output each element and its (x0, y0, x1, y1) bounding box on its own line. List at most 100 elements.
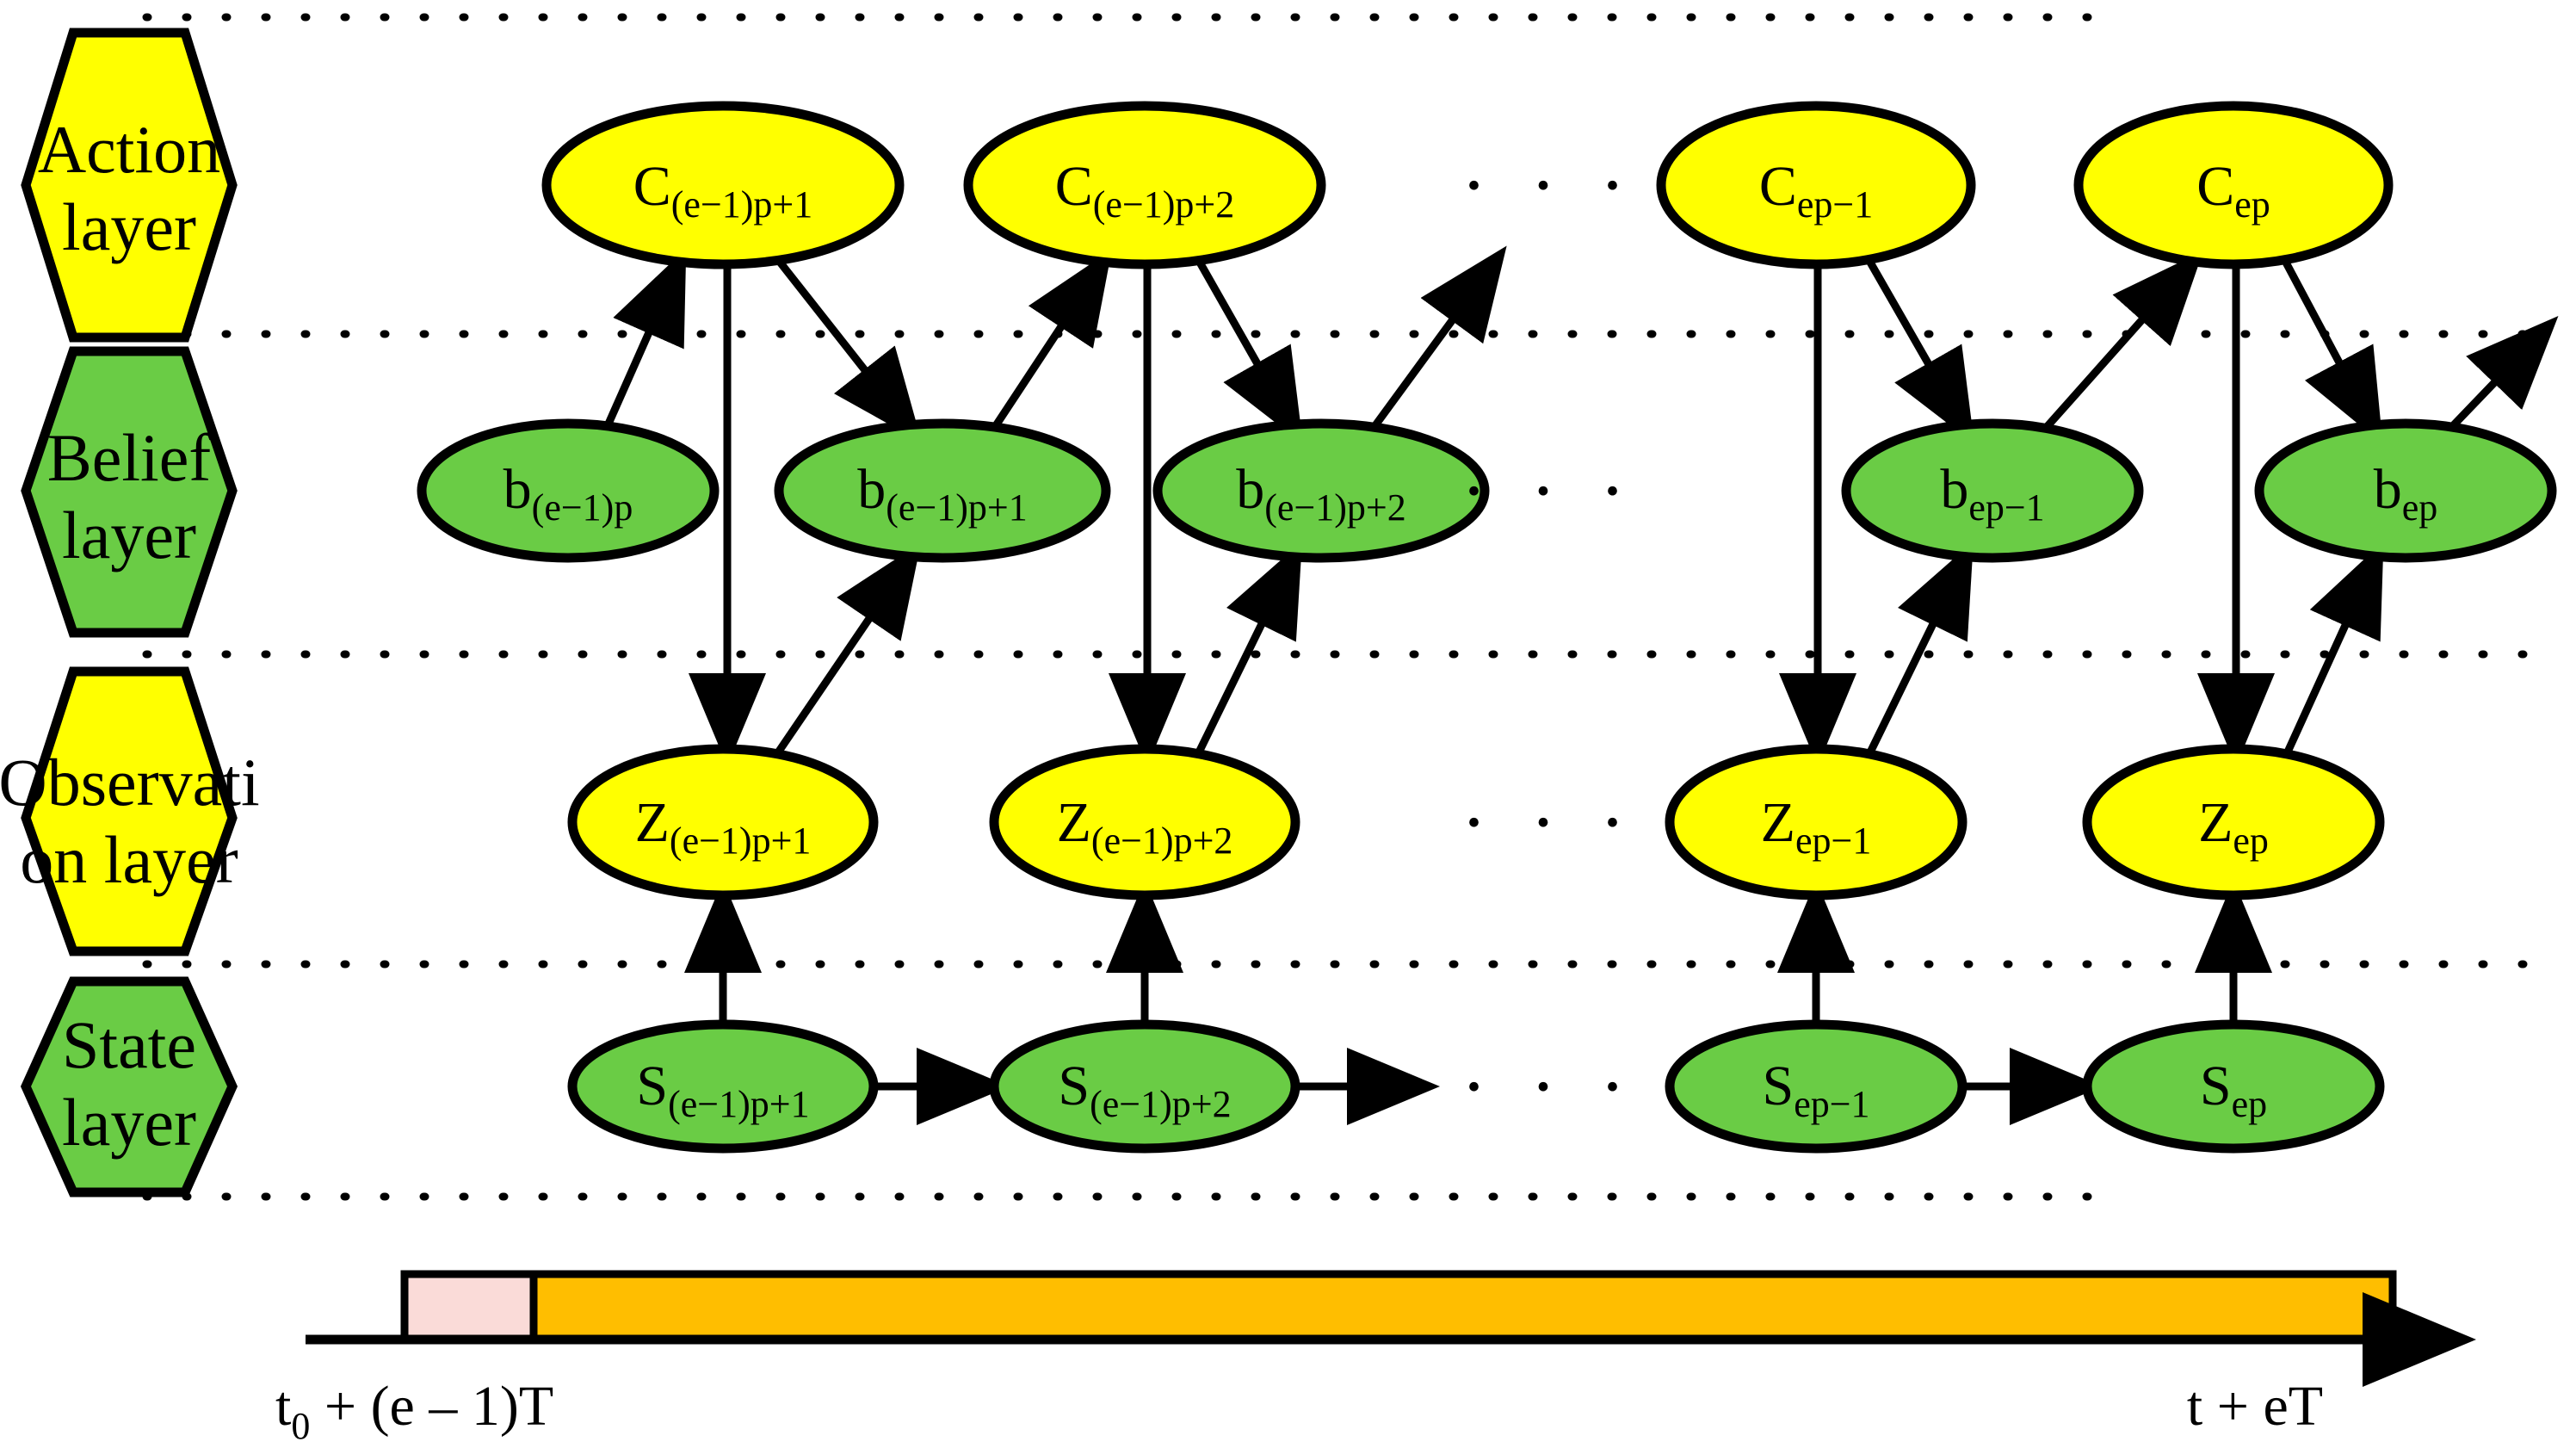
observation-node-2[interactable]: Z(e−1)p+2 (989, 744, 1300, 900)
node-sub-label: (e−1)p+1 (668, 1083, 809, 1125)
node-base-label: S (1058, 1055, 1090, 1117)
node-sub-label: (e−1)p+1 (670, 820, 811, 862)
timeline[interactable] (306, 1270, 2476, 1387)
ellipsis-action-layer: · · · (1461, 143, 1638, 228)
node-sub-label: ep−1 (1794, 1083, 1869, 1125)
hexagon-shape-belief (21, 346, 238, 638)
node-base-label: S (636, 1055, 668, 1117)
edge-b5-to-next-action (2441, 316, 2559, 438)
node-base-label: C (2196, 155, 2234, 218)
node-ellipse (2082, 1019, 2385, 1154)
edge-b3-to-next-action (1365, 245, 1507, 437)
svg-text:b(e−1)p+2: b(e−1)p+2 (1236, 458, 1405, 529)
action-node-1[interactable]: C(e−1)p+1 (541, 101, 905, 269)
node-ellipse (1152, 418, 1490, 563)
svg-text:bep−1: bep−1 (1940, 458, 2044, 529)
observation-node-1[interactable]: Z(e−1)p+1 (567, 744, 879, 900)
layer-badge-action[interactable]: Action layer (21, 28, 238, 343)
layer-label-observation-line2: on layer (20, 822, 238, 897)
observation-node-3[interactable]: Zep−1 (1665, 744, 1968, 900)
edge-c1-to-b2 (775, 258, 923, 443)
svg-text:Zep: Zep (2198, 791, 2269, 862)
state-node-4[interactable]: Sep (2082, 1019, 2385, 1154)
node-base-label: C (633, 155, 671, 218)
hexagon-shape-state (20, 976, 238, 1197)
edge-b2-to-c2 (986, 249, 1112, 437)
layer-separators (142, 13, 2552, 1201)
node-ellipse (567, 744, 879, 900)
svg-text:Cep−1: Cep−1 (1759, 155, 1873, 226)
node-sub-label: ep−1 (1795, 820, 1871, 862)
node-ellipse (567, 1019, 879, 1154)
node-ellipse (541, 101, 905, 269)
node-base-label: Z (635, 791, 670, 854)
action-node-4[interactable]: Cep (2073, 101, 2394, 269)
layer-badge-observation[interactable]: Observati on layer (0, 666, 260, 956)
belief-node-1[interactable]: b(e−1)p (417, 418, 720, 563)
action-node-2[interactable]: C(e−1)p+2 (963, 101, 1326, 269)
belief-node-4[interactable]: bep−1 (1841, 418, 2144, 563)
node-sub-label: (e−1)p+2 (1093, 183, 1234, 226)
svg-text:S(e−1)p+1: S(e−1)p+1 (636, 1055, 809, 1125)
svg-text:b(e−1)p: b(e−1)p (503, 458, 633, 529)
belief-node-5[interactable]: bep (2254, 418, 2557, 563)
edge-z3-to-b4 (1863, 541, 1974, 759)
timeline-pink-segment[interactable] (400, 1270, 538, 1343)
node-base-label: b (1940, 458, 1968, 521)
belief-node-3[interactable]: b(e−1)p+2 (1152, 418, 1490, 563)
node-base-label: C (1055, 155, 1093, 218)
state-node-2[interactable]: S(e−1)p+2 (989, 1019, 1300, 1154)
layer-label-belief-line2: layer (62, 498, 196, 572)
node-ellipse (2082, 744, 2385, 900)
layer-badge-state[interactable]: State layer (20, 976, 238, 1197)
ellipsis-belief-layer: · · · (1461, 449, 1638, 534)
ellipsis-state-layer: · · · (1461, 1044, 1638, 1129)
node-sub-label: (e−1)p+2 (1091, 820, 1232, 862)
layer-label-action-line2: layer (62, 189, 196, 264)
node-sub-label: (e−1)p+1 (886, 486, 1027, 529)
node-sub-label: ep (2232, 1083, 2268, 1125)
svg-text:b(e−1)p+1: b(e−1)p+1 (857, 458, 1027, 529)
state-node-3[interactable]: Sep−1 (1665, 1019, 1968, 1154)
node-base-label: b (2374, 458, 2402, 521)
svg-text:C(e−1)p+1: C(e−1)p+1 (633, 155, 813, 226)
edges (598, 245, 2559, 1125)
layer-label-state-line1: State (62, 1007, 196, 1082)
node-base-label: Z (1057, 791, 1091, 854)
timeline-orange-segment[interactable] (529, 1270, 2397, 1343)
timeline-start-rest: + (e – 1)T (310, 1375, 553, 1438)
timeline-end-label: t + eT (2187, 1375, 2323, 1438)
node-ellipse (2254, 418, 2557, 563)
node-ellipse (417, 418, 720, 563)
observation-node-4[interactable]: Zep (2082, 744, 2385, 900)
svg-text:S(e−1)p+2: S(e−1)p+2 (1058, 1055, 1231, 1125)
node-ellipse (2073, 101, 2394, 269)
belief-node-2[interactable]: b(e−1)p+1 (774, 418, 1111, 563)
node-sub-label: (e−1)p (532, 486, 633, 529)
svg-text:bep: bep (2374, 458, 2438, 529)
timeline-start-main: t (275, 1375, 291, 1438)
node-ellipse (774, 418, 1111, 563)
node-ellipse (1656, 101, 1976, 269)
node-base-label: S (1762, 1055, 1794, 1117)
svg-text:Sep: Sep (2200, 1055, 2267, 1125)
edge-c2-to-b3 (1195, 258, 1303, 444)
svg-text:Cep: Cep (2196, 155, 2270, 226)
node-sub-label: ep (2234, 183, 2270, 226)
node-base-label: b (1236, 458, 1264, 521)
layer-label-observation-line1: Observati (0, 745, 260, 820)
action-node-3[interactable]: Cep−1 (1656, 101, 1976, 269)
layer-label-belief-line1: Belief (47, 420, 212, 495)
node-ellipse (989, 744, 1300, 900)
node-sub-label: (e−1)p+2 (1090, 1083, 1231, 1125)
node-sub-label: ep−1 (1797, 183, 1873, 226)
node-base-label: Z (1761, 791, 1795, 854)
node-ellipse (963, 101, 1326, 269)
state-node-1[interactable]: S(e−1)p+1 (567, 1019, 879, 1154)
edge-b4-to-c4 (2036, 251, 2203, 437)
layer-badge-belief[interactable]: Belief layer (21, 346, 238, 638)
edge-z4-to-b5 (2281, 541, 2384, 759)
edge-z2-to-b3 (1192, 541, 1302, 759)
edge-c3-to-b4 (1866, 258, 1974, 444)
